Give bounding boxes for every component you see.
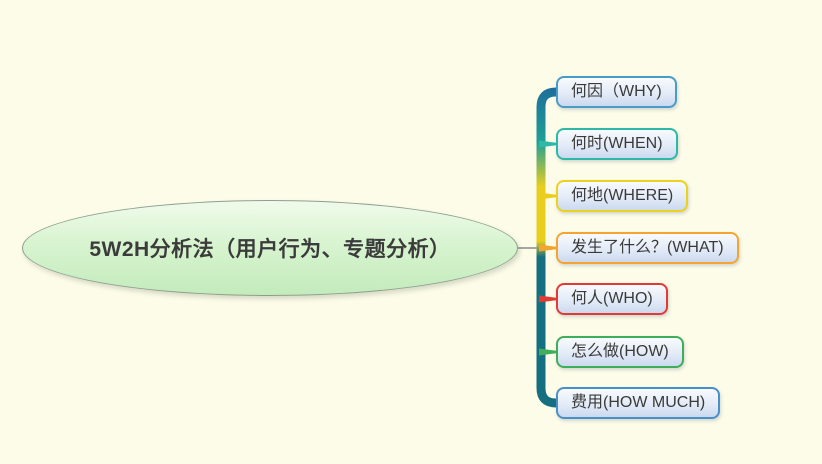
node-why[interactable]: 何因（WHY) bbox=[556, 76, 677, 108]
node-where[interactable]: 何地(WHERE) bbox=[556, 180, 689, 212]
node-who[interactable]: 何人(WHO) bbox=[556, 283, 668, 315]
central-topic-label: 5W2H分析法（用户行为、专题分析） bbox=[89, 238, 451, 261]
node-when[interactable]: 何时(WHEN) bbox=[556, 128, 678, 160]
node-how[interactable]: 怎么做(HOW) bbox=[556, 336, 684, 368]
node-how-much[interactable]: 费用(HOW MUCH) bbox=[556, 387, 721, 419]
central-topic[interactable]: 5W2H分析法（用户行为、专题分析） bbox=[22, 200, 518, 296]
trunk-connector bbox=[536, 87, 557, 408]
node-what[interactable]: 发生了什么？(WHAT) bbox=[556, 232, 739, 264]
